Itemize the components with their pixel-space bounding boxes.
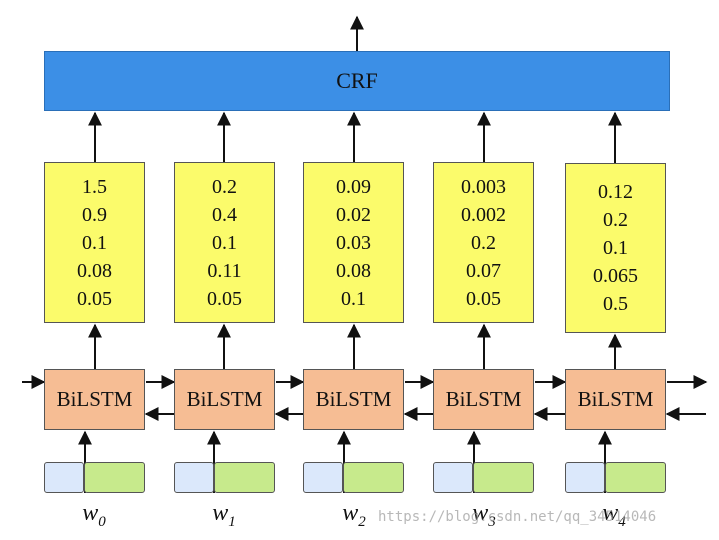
score-value: 0.1 xyxy=(212,231,237,254)
emission-scores-4: 0.12 0.2 0.1 0.065 0.5 xyxy=(565,163,666,333)
embedding-char-part-4 xyxy=(565,462,605,493)
embedding-word-part-1 xyxy=(214,462,275,493)
score-value: 0.08 xyxy=(336,259,371,282)
score-value: 0.08 xyxy=(77,259,112,282)
score-value: 0.09 xyxy=(336,175,371,198)
bilstm-label: BiLSTM xyxy=(315,387,392,411)
embedding-char-part-3 xyxy=(433,462,473,493)
embedding-word-part-0 xyxy=(84,462,145,493)
score-value: 0.065 xyxy=(593,265,638,287)
embedding-char-part-1 xyxy=(174,462,214,493)
score-value: 0.05 xyxy=(77,287,112,310)
crf-label: CRF xyxy=(336,68,378,93)
word-label-3: w3 xyxy=(472,500,496,530)
score-value: 0.002 xyxy=(461,203,506,226)
crf-layer: CRF xyxy=(44,51,670,111)
embedding-word-part-2 xyxy=(343,462,404,493)
bilstm-cell-1: BiLSTM xyxy=(174,369,275,430)
bilstm-label: BiLSTM xyxy=(186,387,263,411)
score-value: 0.1 xyxy=(603,237,628,259)
emission-scores-1: 0.2 0.4 0.1 0.11 0.05 xyxy=(174,162,275,323)
bilstm-label: BiLSTM xyxy=(56,387,133,411)
emission-scores-3: 0.003 0.002 0.2 0.07 0.05 xyxy=(433,162,534,323)
score-value: 0.2 xyxy=(603,209,628,231)
word-label-0: w0 xyxy=(82,500,106,530)
embedding-char-part-2 xyxy=(303,462,343,493)
score-value: 0.03 xyxy=(336,231,371,254)
score-value: 1.5 xyxy=(82,175,107,198)
bilstm-cell-0: BiLSTM xyxy=(44,369,145,430)
bilstm-cell-2: BiLSTM xyxy=(303,369,404,430)
bilstm-label: BiLSTM xyxy=(577,387,654,411)
score-value: 0.02 xyxy=(336,203,371,226)
emission-scores-0: 1.5 0.9 0.1 0.08 0.05 xyxy=(44,162,145,323)
score-value: 0.5 xyxy=(603,293,628,315)
word-label-2: w2 xyxy=(342,500,366,530)
score-value: 0.1 xyxy=(82,231,107,254)
score-value: 0.05 xyxy=(466,287,501,310)
watermark: https://blog.csdn.net/qq_34514046 xyxy=(378,509,657,525)
score-value: 0.12 xyxy=(598,181,633,203)
score-value: 0.9 xyxy=(82,203,107,226)
bilstm-label: BiLSTM xyxy=(445,387,522,411)
score-value: 0.11 xyxy=(207,259,242,282)
score-value: 0.2 xyxy=(212,175,237,198)
score-value: 0.003 xyxy=(461,175,506,198)
embedding-word-part-3 xyxy=(473,462,534,493)
embedding-char-part-0 xyxy=(44,462,84,493)
score-value: 0.2 xyxy=(471,231,496,254)
word-label-1: w1 xyxy=(212,500,236,530)
bilstm-cell-4: BiLSTM xyxy=(565,369,666,430)
embedding-word-part-4 xyxy=(605,462,666,493)
bilstm-cell-3: BiLSTM xyxy=(433,369,534,430)
score-value: 0.05 xyxy=(207,287,242,310)
score-value: 0.07 xyxy=(466,259,501,282)
word-label-4: w4 xyxy=(602,500,626,530)
emission-scores-2: 0.09 0.02 0.03 0.08 0.1 xyxy=(303,162,404,323)
score-value: 0.4 xyxy=(212,203,237,226)
score-value: 0.1 xyxy=(341,287,366,310)
